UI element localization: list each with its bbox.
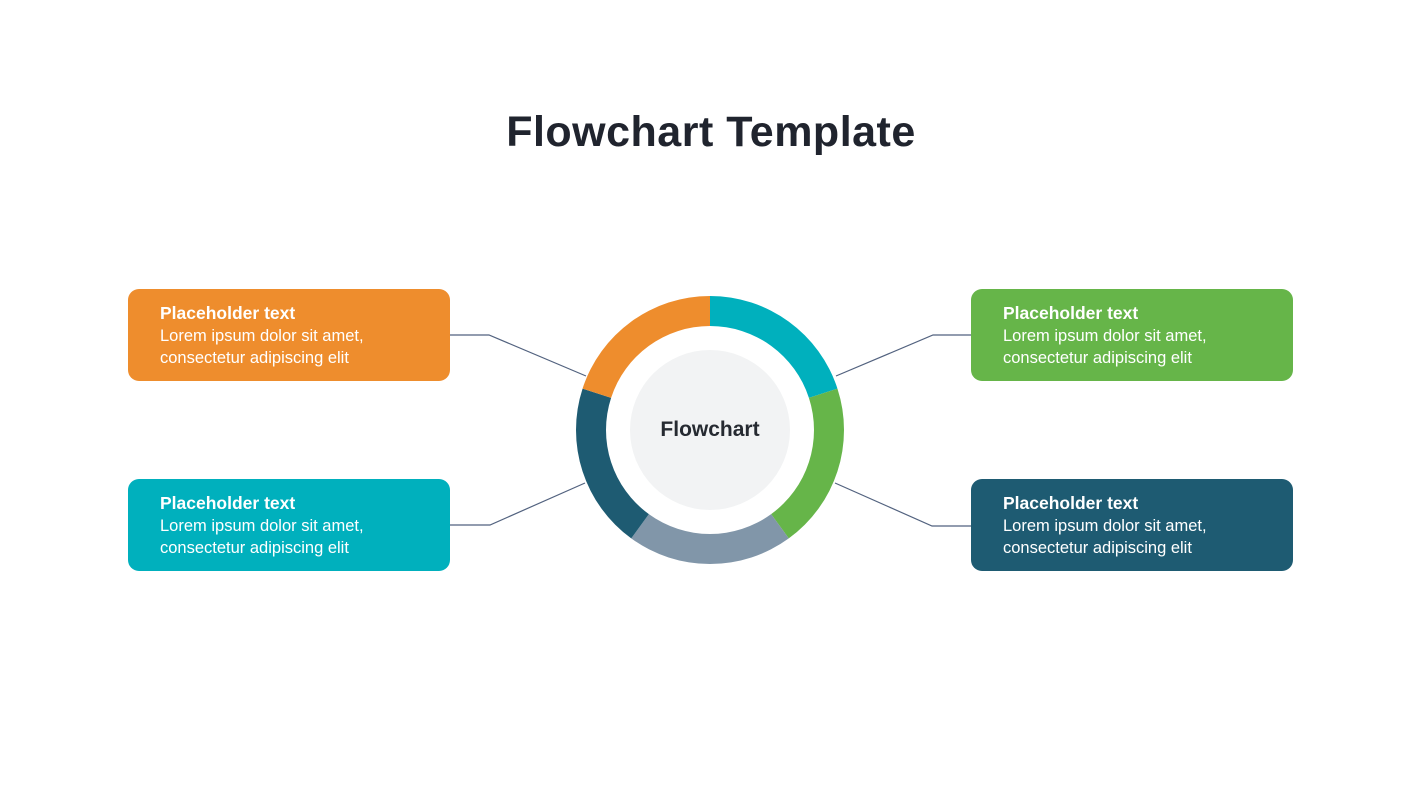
- node-heading: Placeholder text: [160, 493, 296, 513]
- connector-top-right: [835, 334, 971, 377]
- center-circle: [630, 350, 790, 510]
- node-body: Lorem ipsum dolor sit amet, consectetur …: [1003, 517, 1207, 557]
- connector-top-left: [450, 334, 587, 377]
- ring-segment-right[interactable]: [771, 388, 845, 539]
- center-donut[interactable]: Flowchart: [570, 290, 850, 570]
- page-title: Flowchart Template: [506, 108, 916, 156]
- node-top-right[interactable]: Placeholder text Lorem ipsum dolor sit a…: [971, 289, 1293, 381]
- ring-segment-top-left[interactable]: [582, 296, 710, 398]
- node-body: Lorem ipsum dolor sit amet, consectetur …: [160, 517, 364, 557]
- node-body: Lorem ipsum dolor sit amet, consectetur …: [160, 327, 364, 367]
- node-heading: Placeholder text: [1003, 303, 1139, 323]
- connector-bottom-right: [834, 482, 971, 527]
- ring-segment-left[interactable]: [575, 388, 649, 539]
- node-heading: Placeholder text: [1003, 493, 1139, 513]
- node-bottom-left[interactable]: Placeholder text Lorem ipsum dolor sit a…: [128, 479, 450, 571]
- node-body: Lorem ipsum dolor sit amet, consectetur …: [1003, 327, 1207, 367]
- node-heading: Placeholder text: [160, 303, 296, 323]
- connector-bottom-left: [450, 482, 586, 526]
- node-top-left[interactable]: Placeholder text Lorem ipsum dolor sit a…: [128, 289, 450, 381]
- donut-ring: [575, 296, 845, 565]
- node-bottom-right[interactable]: Placeholder text Lorem ipsum dolor sit a…: [971, 479, 1293, 571]
- ring-segment-bottom[interactable]: [631, 514, 789, 565]
- ring-segment-top-right[interactable]: [710, 296, 838, 398]
